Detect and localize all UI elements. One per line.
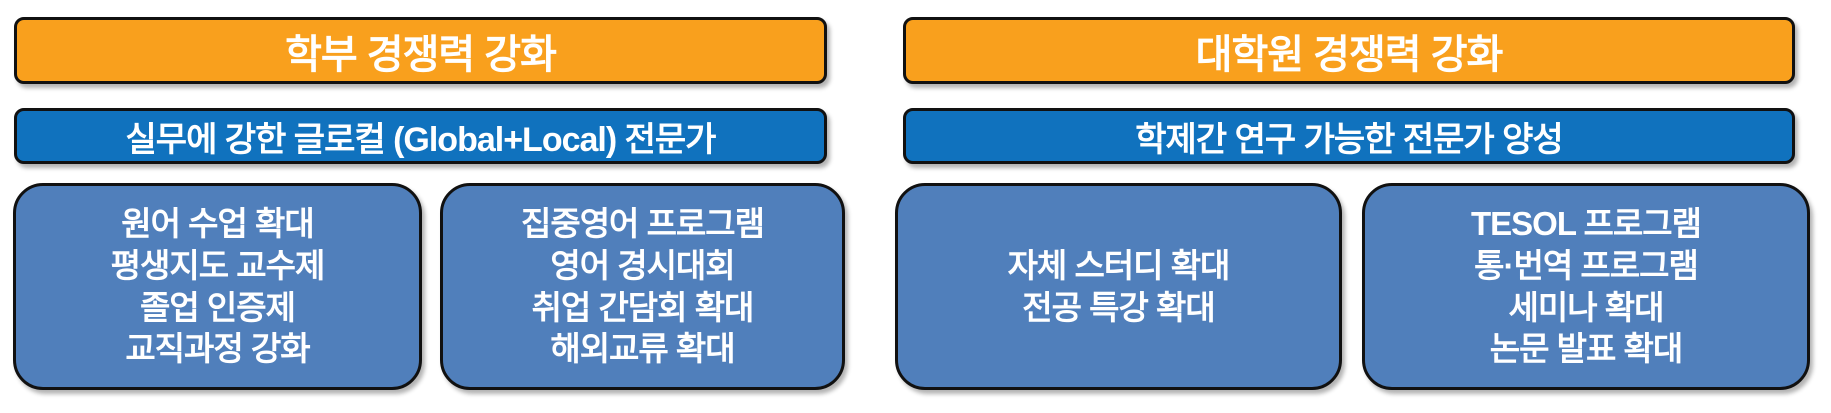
- grad-program-box-1: 자체 스터디 확대 전공 특강 확대: [895, 183, 1342, 390]
- grad-program-box-2: TESOL 프로그램 통·번역 프로그램 세미나 확대 논문 발표 확대: [1362, 183, 1810, 390]
- undergrad-goal-banner: 실무에 강한 글로컬 (Global+Local) 전문가: [14, 108, 827, 164]
- grad-goal-banner: 학제간 연구 가능한 전문가 양성: [903, 108, 1795, 164]
- undergrad-program-box-2: 집중영어 프로그램 영어 경시대회 취업 간담회 확대 해외교류 확대: [440, 183, 845, 390]
- grad-header-banner: 대학원 경쟁력 강화: [903, 17, 1795, 84]
- undergrad-header-banner: 학부 경쟁력 강화: [14, 17, 827, 84]
- undergrad-program-box-1: 원어 수업 확대 평생지도 교수제 졸업 인증제 교직과정 강화: [13, 183, 422, 390]
